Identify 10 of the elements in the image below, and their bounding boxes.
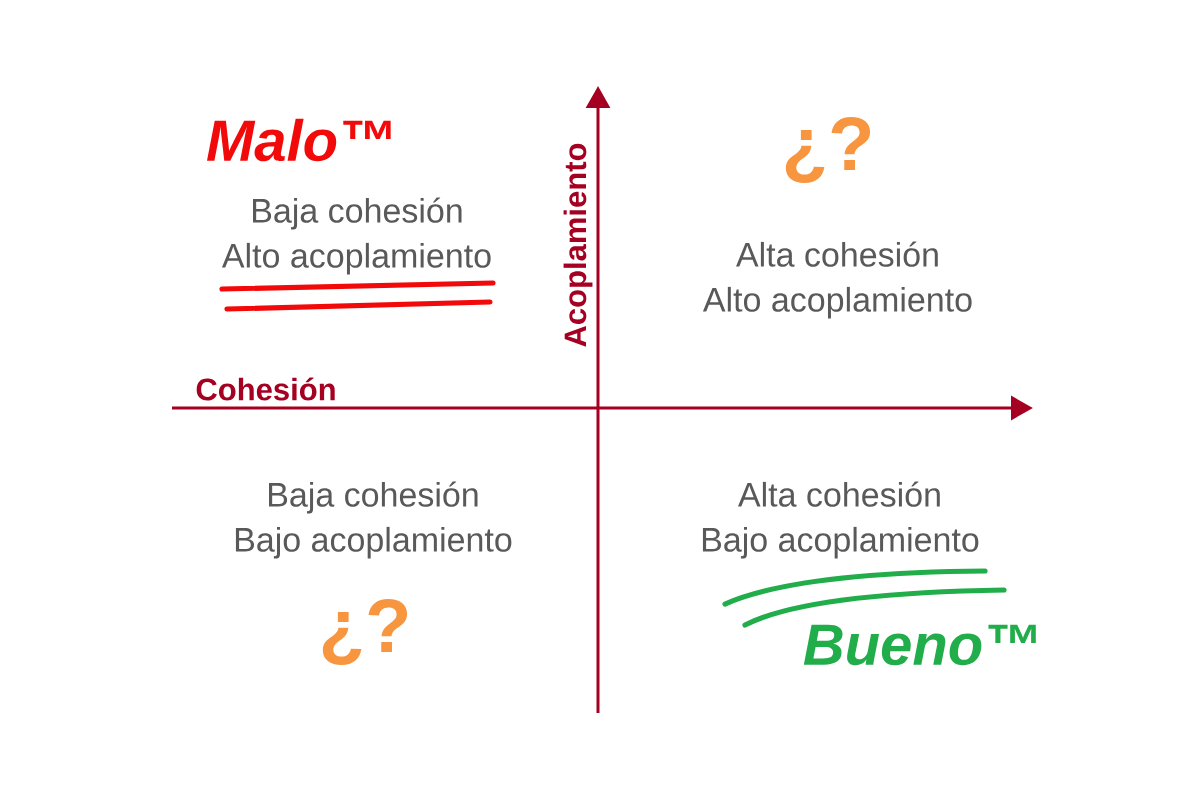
axis-label: Acoplamiento: [563, 143, 593, 347]
handwritten-label: Malo™: [207, 118, 391, 162]
quadrant-label: Baja cohesión Bajo acoplamiento: [235, 481, 512, 559]
question-mark-label: ¿?: [322, 599, 408, 665]
quadrant-label: Alta cohesión Bajo acoplamiento: [702, 481, 979, 559]
axis-label: Cohesión: [196, 377, 335, 401]
quadrant-label: Baja cohesión Alto acoplamiento: [221, 197, 491, 275]
handwritten-label: Bueno™: [803, 624, 1036, 666]
quadrant-label: Alta cohesión Alto acoplamiento: [702, 241, 972, 319]
question-mark-label: ¿?: [785, 117, 871, 183]
